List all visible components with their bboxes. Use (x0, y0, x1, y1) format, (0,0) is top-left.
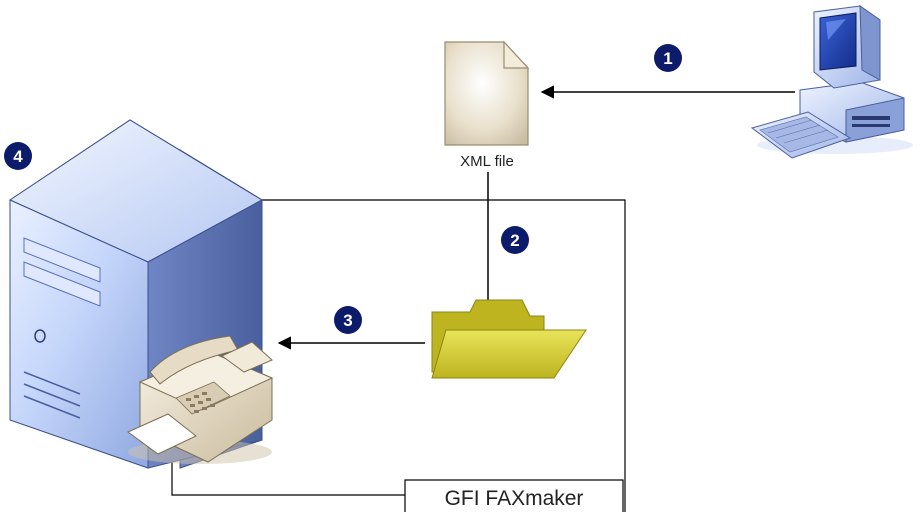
xml-file-label: XML file (460, 153, 514, 170)
xml-document-icon (444, 40, 530, 146)
server-connection-line (262, 199, 626, 512)
server-tower-icon (8, 119, 264, 469)
step-badge-4-text: 4 (13, 147, 23, 166)
fax-connection-line (171, 455, 406, 496)
folder-icon (431, 299, 587, 379)
step-badge-3-text: 3 (343, 311, 352, 330)
gfi-faxmaker-label: GFI FAXmaker (445, 487, 584, 510)
step-badge-4: 4 (4, 142, 32, 170)
step-badge-2: 2 (501, 226, 529, 254)
step-badge-1: 1 (654, 44, 682, 72)
workstation-computer-icon (750, 5, 913, 159)
step-badge-3: 3 (334, 306, 362, 334)
gfi-faxmaker-label-box (404, 479, 624, 512)
step-badge-1-text: 1 (663, 49, 672, 68)
step-badge-2-text: 2 (510, 231, 519, 250)
connection-lines (171, 199, 626, 512)
fax-machine-icon (127, 335, 274, 464)
